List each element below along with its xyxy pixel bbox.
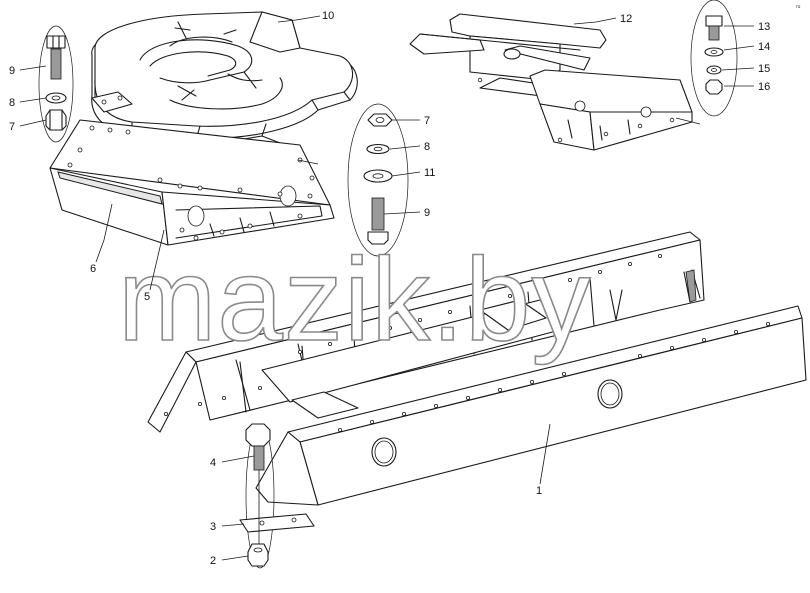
plate-bolt-holes xyxy=(67,125,315,241)
callout-4: 4 xyxy=(210,457,216,469)
callout-15: 15 xyxy=(758,63,770,75)
callout-14: 14 xyxy=(758,41,770,53)
callout-8-center: 8 xyxy=(424,141,430,153)
right-bolt-circle xyxy=(690,0,738,117)
callout-8-left: 8 xyxy=(9,97,15,109)
callout-2: 2 xyxy=(210,555,216,567)
corner-mark: ru xyxy=(796,4,801,10)
sub-frame-assembly xyxy=(147,231,807,506)
center-bolt-circle xyxy=(347,103,409,257)
fifth-wheel-coupling xyxy=(91,11,358,139)
callout-13: 13 xyxy=(758,21,770,33)
callout-1: 1 xyxy=(536,485,542,497)
callout-5: 5 xyxy=(144,291,150,303)
right-bolt-set xyxy=(690,0,738,117)
leader-lines xyxy=(19,15,755,561)
callout-11: 11 xyxy=(424,167,435,179)
center-bolt-set xyxy=(347,103,409,257)
callout-labels: 10 12 13 14 15 16 9 8 7 7 8 11 9 6 5 4 3… xyxy=(9,10,770,567)
bottom-bolt-set xyxy=(239,423,315,569)
callout-7-center: 7 xyxy=(424,115,430,127)
callout-16: 16 xyxy=(758,81,770,93)
callout-9-center: 9 xyxy=(424,207,430,219)
callout-6: 6 xyxy=(90,263,96,275)
callout-3: 3 xyxy=(210,521,216,533)
left-bolt-circle xyxy=(38,25,74,143)
mounting-plate-assembly xyxy=(49,119,335,246)
callout-9-left: 9 xyxy=(9,65,15,77)
saddle-bracket-assembly xyxy=(409,13,701,151)
callout-7-left: 7 xyxy=(9,121,15,133)
callout-12: 12 xyxy=(620,13,632,25)
watermark-text: mazik.by xyxy=(118,234,592,366)
callout-10: 10 xyxy=(322,10,334,22)
frame-bolt-holes xyxy=(163,253,771,432)
left-bolt-set xyxy=(38,25,74,143)
